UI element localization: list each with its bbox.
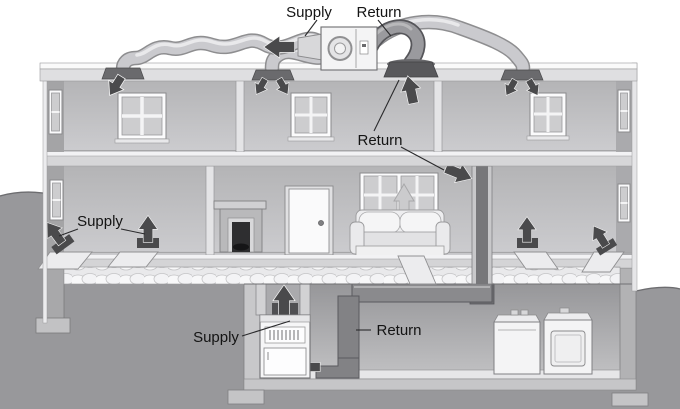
floor-supply-vent bbox=[39, 217, 75, 255]
labels: Supply Return Return Supply Supply Retur… bbox=[58, 4, 445, 346]
floor-supply-vents bbox=[39, 215, 618, 256]
floor-supply-vent bbox=[137, 215, 159, 248]
couch bbox=[349, 209, 451, 257]
supply-boot bbox=[297, 33, 323, 61]
window bbox=[114, 92, 170, 144]
partition-wall bbox=[235, 79, 245, 153]
label-living-supply: Supply bbox=[77, 213, 123, 230]
window bbox=[526, 92, 570, 141]
floor-insulation bbox=[63, 266, 621, 285]
ceiling-supply-register bbox=[101, 67, 145, 100]
second-floor bbox=[46, 79, 636, 153]
label-attic-supply: Supply bbox=[286, 4, 332, 21]
footing-right bbox=[611, 392, 649, 407]
label-upper-return: Return bbox=[357, 132, 402, 149]
second-floor-deck bbox=[43, 152, 637, 167]
label-attic-return: Return bbox=[356, 4, 401, 21]
floor-supply-vent bbox=[586, 221, 618, 256]
furnace bbox=[259, 314, 311, 379]
footing-left bbox=[227, 389, 265, 405]
window bbox=[287, 92, 335, 142]
ceiling-supply-register bbox=[500, 69, 544, 99]
label-basement-return: Return bbox=[376, 322, 421, 339]
side-window bbox=[617, 183, 631, 223]
unit-label-sticker bbox=[359, 40, 369, 55]
basement-return-duct bbox=[294, 281, 495, 379]
door-knob bbox=[318, 220, 324, 226]
underfloor-supply-ducts bbox=[37, 251, 625, 285]
side-window bbox=[617, 89, 631, 133]
partition-wall bbox=[205, 165, 215, 256]
wall-return-chase bbox=[441, 158, 493, 285]
foundation-pier-left bbox=[35, 254, 71, 334]
side-window bbox=[49, 179, 64, 221]
first-floor bbox=[46, 165, 636, 257]
fireplace bbox=[213, 200, 267, 253]
door bbox=[284, 185, 334, 256]
washer bbox=[493, 309, 541, 375]
label-basement-supply: Supply bbox=[193, 329, 239, 346]
dryer bbox=[543, 307, 593, 375]
air-handler bbox=[297, 26, 378, 71]
right-corner-trim bbox=[631, 62, 638, 292]
ceiling-supply-register bbox=[250, 69, 295, 98]
side-window bbox=[48, 89, 63, 135]
attic-ductwork bbox=[101, 14, 544, 106]
partition-wall bbox=[433, 79, 443, 153]
left-corner-trim bbox=[42, 68, 48, 324]
floor-supply-vent bbox=[517, 216, 538, 248]
attic-return-grille bbox=[383, 59, 439, 78]
